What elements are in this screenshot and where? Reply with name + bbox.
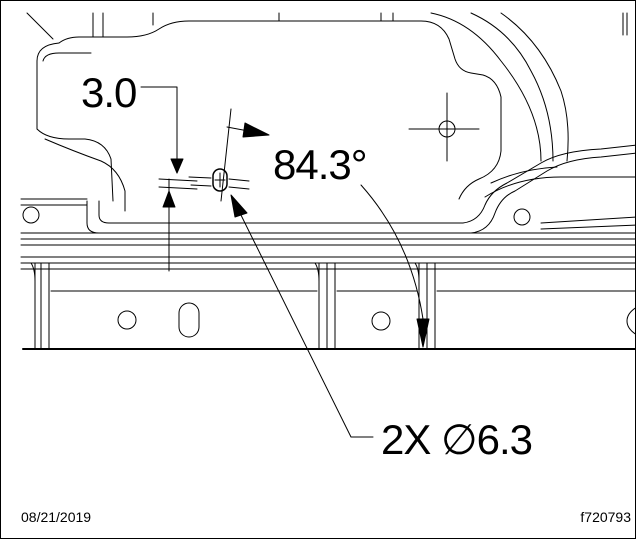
reference-hole bbox=[408, 92, 480, 162]
thickness-callout: 3.0 bbox=[81, 69, 137, 116]
horizontal-flange-lines bbox=[20, 216, 635, 350]
upper-pad-outline bbox=[36, 20, 502, 212]
hole-diameter-callout: 2X ∅6.3 bbox=[381, 416, 533, 463]
angle-callout: 84.3° bbox=[273, 141, 368, 188]
footer-figure-id: f720793 bbox=[580, 509, 631, 525]
flange-outline bbox=[20, 144, 635, 234]
holes bbox=[22, 206, 635, 338]
angle-dimension bbox=[220, 108, 430, 348]
top-ribs bbox=[26, 12, 628, 162]
hole-leader bbox=[230, 194, 374, 438]
slotted-hole bbox=[188, 168, 250, 192]
lower-ribs bbox=[30, 262, 635, 350]
thickness-dimension bbox=[140, 86, 198, 272]
footer-date: 08/21/2019 bbox=[21, 509, 92, 525]
